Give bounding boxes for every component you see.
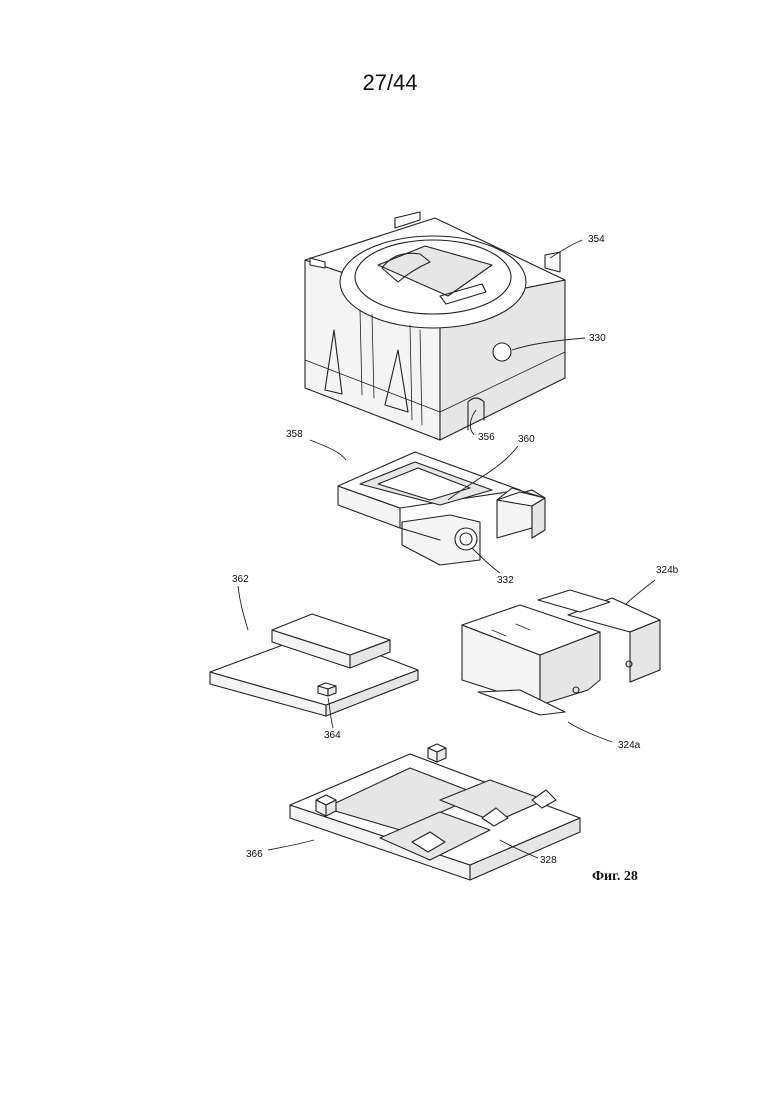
ref-324a: 324a <box>618 740 641 751</box>
ref-332: 332 <box>497 575 514 586</box>
ref-330: 330 <box>589 333 606 344</box>
ref-360: 360 <box>518 434 535 445</box>
ref-328: 328 <box>540 855 557 866</box>
ref-362: 362 <box>232 574 249 585</box>
carrier-358 <box>338 452 545 565</box>
board-362 <box>210 614 418 716</box>
base-366 <box>290 744 580 880</box>
ref-364: 364 <box>324 730 341 741</box>
housing-354 <box>305 212 565 440</box>
bracket-324 <box>462 590 660 715</box>
ref-324b: 324b <box>656 565 679 576</box>
figure-caption: Фиг. 28 <box>592 869 638 884</box>
ref-358: 358 <box>286 429 303 440</box>
ref-366: 366 <box>246 849 263 860</box>
ref-356: 356 <box>478 432 495 443</box>
ref-354: 354 <box>588 234 605 245</box>
